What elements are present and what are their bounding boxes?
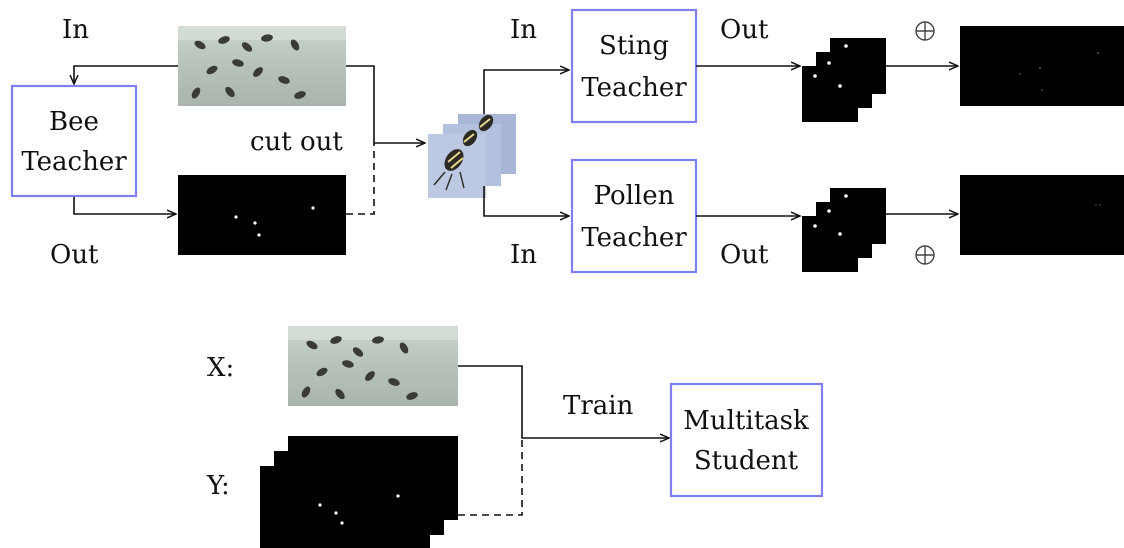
- dashed-y-to-student: [458, 438, 523, 516]
- arrow-crops-to-sting: [483, 70, 569, 114]
- multitask-student-box: Multitask Student: [669, 382, 824, 498]
- label-out-sting: Out: [720, 15, 769, 45]
- bee-mask-output: [178, 175, 346, 255]
- bee-crops-stack: [428, 114, 516, 198]
- label-out-bottom-left: Out: [50, 240, 99, 270]
- sting-teacher-box: Sting Teacher: [570, 8, 698, 124]
- student-line1: Multitask: [683, 406, 809, 436]
- sting-teacher-line2: Teacher: [581, 73, 687, 103]
- sting-crop-masks: [802, 38, 886, 122]
- label-in-top-left: In: [62, 15, 89, 45]
- oplus-bottom-icon: [915, 245, 935, 265]
- label-in-pollen: In: [510, 240, 537, 270]
- bee-teacher-box: Bee Teacher: [10, 84, 138, 198]
- y-mask-stack: [260, 436, 458, 548]
- label-y: Y:: [206, 471, 230, 501]
- bee-teacher-line2: Teacher: [21, 147, 127, 177]
- oplus-top-icon: [915, 21, 935, 41]
- dashed-mask-to-crops: [346, 143, 375, 215]
- arrow-photo-to-crops: [346, 65, 425, 143]
- pollen-full-mask: [960, 175, 1124, 255]
- arrow-crops-to-pollen: [483, 186, 569, 216]
- label-cut-out: cut out: [250, 127, 343, 157]
- x-bee-photo: [288, 326, 458, 406]
- label-out-pollen: Out: [720, 240, 769, 270]
- pollen-crop-masks: [802, 188, 886, 272]
- label-train: Train: [563, 391, 634, 421]
- arrow-bee-teacher-to-mask: [73, 197, 176, 214]
- arrow-x-to-student: [458, 365, 669, 438]
- arrow-photo-to-bee-teacher: [74, 65, 178, 84]
- student-line2: Student: [694, 446, 799, 476]
- pollen-teacher-line1: Pollen: [594, 181, 675, 211]
- pollen-teacher-line2: Teacher: [581, 223, 687, 253]
- input-bee-photo: [178, 26, 346, 106]
- sting-full-mask: [960, 26, 1124, 106]
- label-in-sting: In: [510, 15, 537, 45]
- label-x: X:: [207, 353, 234, 383]
- sting-teacher-line1: Sting: [599, 31, 669, 61]
- pollen-teacher-box: Pollen Teacher: [570, 158, 698, 274]
- bee-teacher-line1: Bee: [49, 107, 99, 137]
